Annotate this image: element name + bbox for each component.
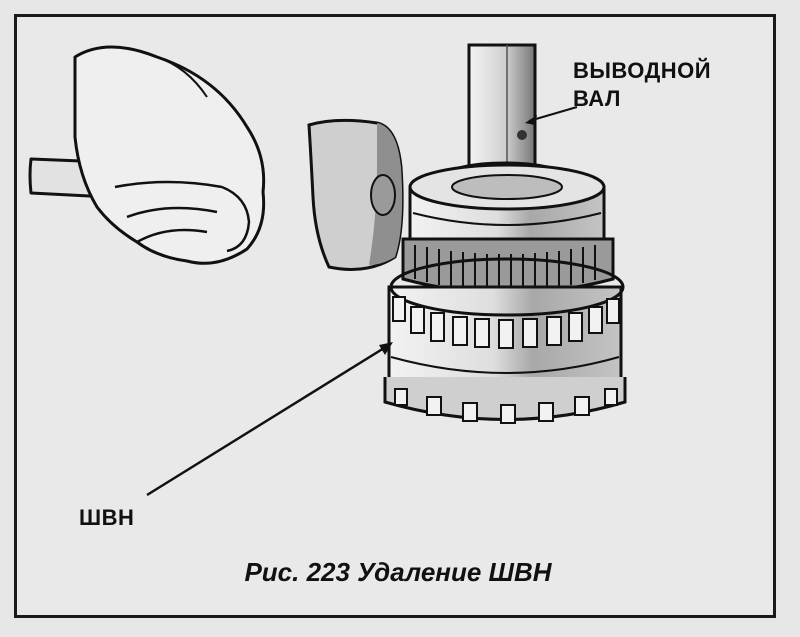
leader-output-shaft (525, 106, 578, 125)
hand (73, 45, 266, 265)
leader-shvn (146, 342, 393, 497)
clutch-assembly (383, 161, 627, 424)
label-output-shaft: ВЫВОДНОЙ ВАЛ (573, 57, 773, 113)
figure-caption: Рис. 223 Удаление ШВН (244, 557, 552, 587)
label-output-shaft-line2: ВАЛ (573, 86, 621, 111)
figure-frame: ВЫВОДНОЙ ВАЛ ШВН Рис. 223 Удаление ШВН (14, 14, 776, 618)
label-output-shaft-line1: ВЫВОДНОЙ (573, 58, 712, 83)
label-shvn: ШВН (79, 505, 135, 530)
illustration (28, 43, 627, 497)
output-shaft (467, 43, 537, 177)
